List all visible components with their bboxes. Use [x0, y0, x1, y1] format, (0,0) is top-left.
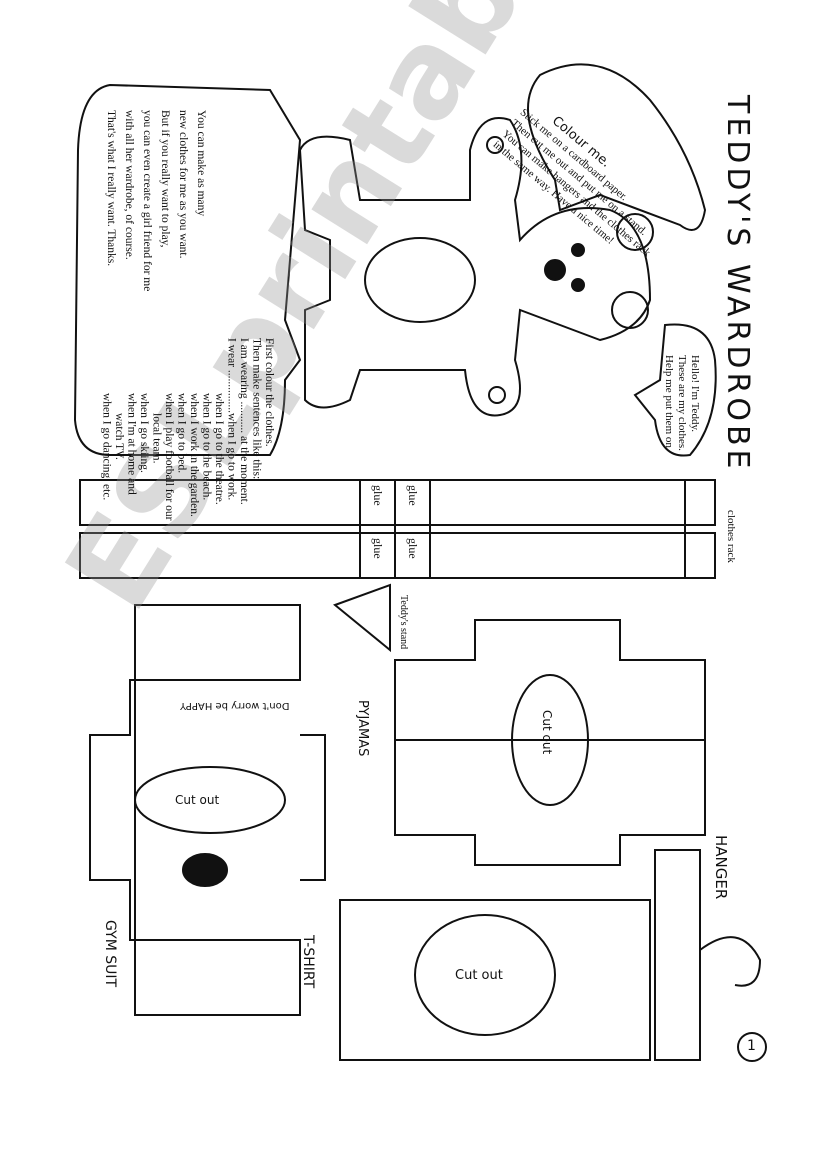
text-line: These are my clothes.: [676, 355, 688, 451]
speech-bubble-top: [527, 63, 707, 231]
text-line: I wear ...............when I go to work.: [225, 338, 238, 501]
text-line: when I play football for our: [163, 393, 175, 521]
text-line: Hello! I'm Teddy.: [689, 355, 701, 432]
text-line: Then make sentences like this:: [250, 338, 263, 480]
page-number-circle: [737, 1032, 767, 1062]
speech-bubble-left-text: You can make as many new clothes for me …: [102, 110, 210, 291]
text-line: when I go to bed.: [175, 393, 188, 474]
speech-bubble-left: [73, 83, 302, 456]
clothes-rack-drawing: [79, 479, 716, 579]
text-line: watch TV.: [113, 413, 125, 460]
text-line: when I work in the garden.: [188, 393, 200, 517]
glue-label: glue: [371, 538, 385, 559]
text-line: when I go dancing. etc.: [100, 393, 113, 501]
glue-label: glue: [371, 485, 385, 506]
text-line: I am wearing ........... at the moment.: [238, 338, 250, 505]
speech-bubble-teddy: [633, 323, 717, 457]
text-line: Help me put them on.: [663, 355, 675, 451]
tshirt-label: T-SHIRT: [300, 935, 316, 989]
clothes-rack-label: clothes rack: [725, 510, 737, 563]
text-line: You can make as many: [195, 110, 207, 217]
pyjamas-drawing: [394, 619, 706, 866]
sun-slogan: Don't worry be HAPPY: [180, 700, 290, 711]
gym-suit-drawing: [89, 604, 326, 1016]
page-title: TEDDY'S WARDROBE: [720, 95, 755, 473]
tshirt-drawing: [339, 899, 651, 1061]
glue-label: glue: [406, 485, 420, 506]
hanger-drawing: [654, 849, 762, 1061]
text-line: local team.: [150, 413, 163, 464]
gym-suit-label: GYM SUIT: [102, 920, 118, 988]
text-line: when I go skiing.: [138, 393, 150, 473]
cut-out-label: Cut out: [455, 968, 503, 983]
text-line: with all her wardrobe, of course.: [123, 110, 135, 260]
text-line: when I'm at home and: [125, 393, 138, 495]
page-number: 1: [747, 1038, 756, 1054]
text-line: First colour the clothes.: [263, 338, 275, 447]
teddys-stand-drawing: [333, 583, 391, 653]
hanger-label: HANGER: [712, 835, 730, 900]
speech-bubble-teddy-text: Hello! I'm Teddy. These are my clothes. …: [662, 355, 701, 451]
text-line: when I go to the theatre.: [213, 393, 225, 505]
text-line: But if you really want to play,: [159, 110, 171, 248]
cut-out-label: Cut out: [175, 793, 220, 807]
text-line: new clothes for me as you want.: [177, 110, 189, 259]
text-line: you can even create a girl friend for me: [141, 110, 153, 292]
pyjamas-label: PYJAMAS: [355, 700, 370, 757]
glue-label: glue: [406, 538, 420, 559]
cut-out-label: Cut out: [540, 710, 554, 755]
text-line: That's what I really want. Thanks.: [105, 110, 117, 267]
instructions-text: First colour the clothes. Then make sent…: [100, 218, 276, 521]
teddys-stand-label: Teddy's stand: [398, 595, 409, 650]
teddy-bear-drawing: [298, 117, 654, 417]
text-line: when I go to the beach.: [200, 393, 213, 501]
